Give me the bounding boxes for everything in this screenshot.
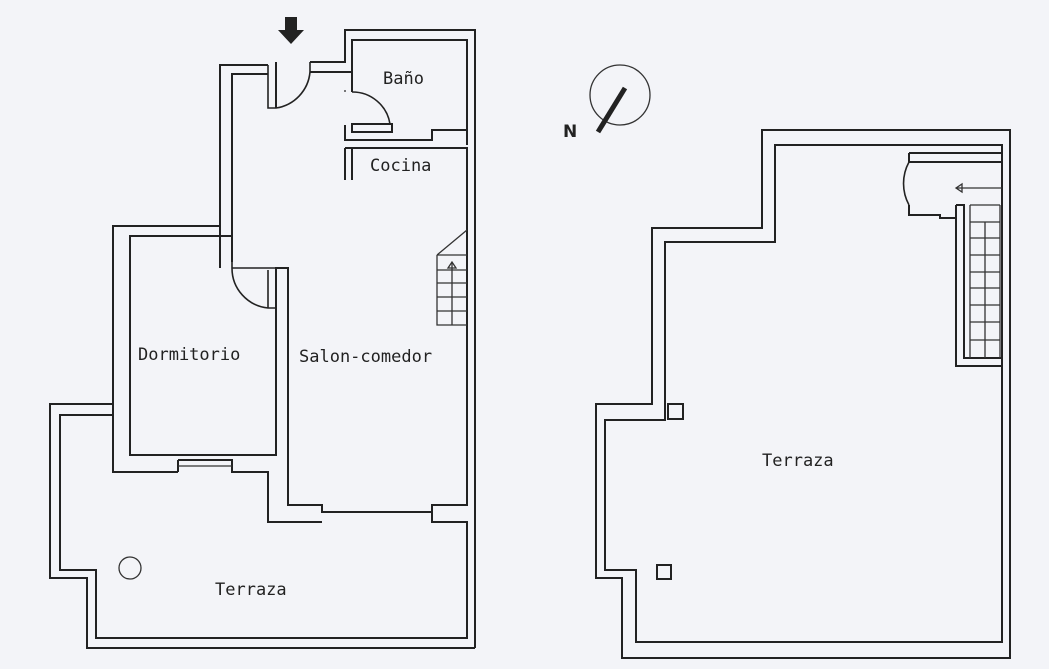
upper-floor-plan: Terraza	[595, 129, 1011, 659]
label-cocina: Cocina	[370, 156, 431, 176]
compass-needle	[595, 86, 628, 134]
label-bano: Baño	[383, 69, 424, 89]
upper-staircase	[954, 182, 1002, 358]
core-outer-wall	[219, 29, 476, 648]
bathroom-wall	[344, 72, 467, 141]
lower-staircase	[436, 229, 468, 326]
label-terraza-upper: Terraza	[762, 451, 834, 471]
upper-stair-enclosure	[908, 152, 1002, 367]
label-dormitorio: Dormitorio	[138, 345, 240, 365]
compass-circle	[589, 64, 651, 126]
label-terraza-lower: Terraza	[215, 580, 287, 600]
upper-column-bottom	[656, 564, 672, 580]
kitchen-wall	[344, 145, 476, 248]
bedroom-door	[231, 262, 277, 309]
terrace-column	[118, 556, 142, 580]
bedroom-window-wall	[177, 459, 322, 523]
core-inner-wall	[231, 39, 468, 262]
down-arrow-icon	[278, 17, 304, 44]
lower-floor-plan: Baño Cocina Dormitorio Salon-comedor Ter…	[49, 17, 476, 649]
lower-terrace-wall	[49, 403, 475, 649]
compass: N	[563, 64, 651, 142]
upper-door	[902, 161, 910, 206]
compass-label: N	[563, 122, 577, 142]
bathroom-door	[351, 91, 391, 125]
upper-column-top	[667, 403, 684, 420]
entrance-door	[267, 62, 311, 109]
upper-terrace-outer-wall	[595, 129, 1011, 659]
label-salon: Salon-comedor	[299, 347, 432, 367]
bedroom-wall	[112, 225, 468, 513]
upper-terrace-inner-wall	[604, 144, 1003, 643]
